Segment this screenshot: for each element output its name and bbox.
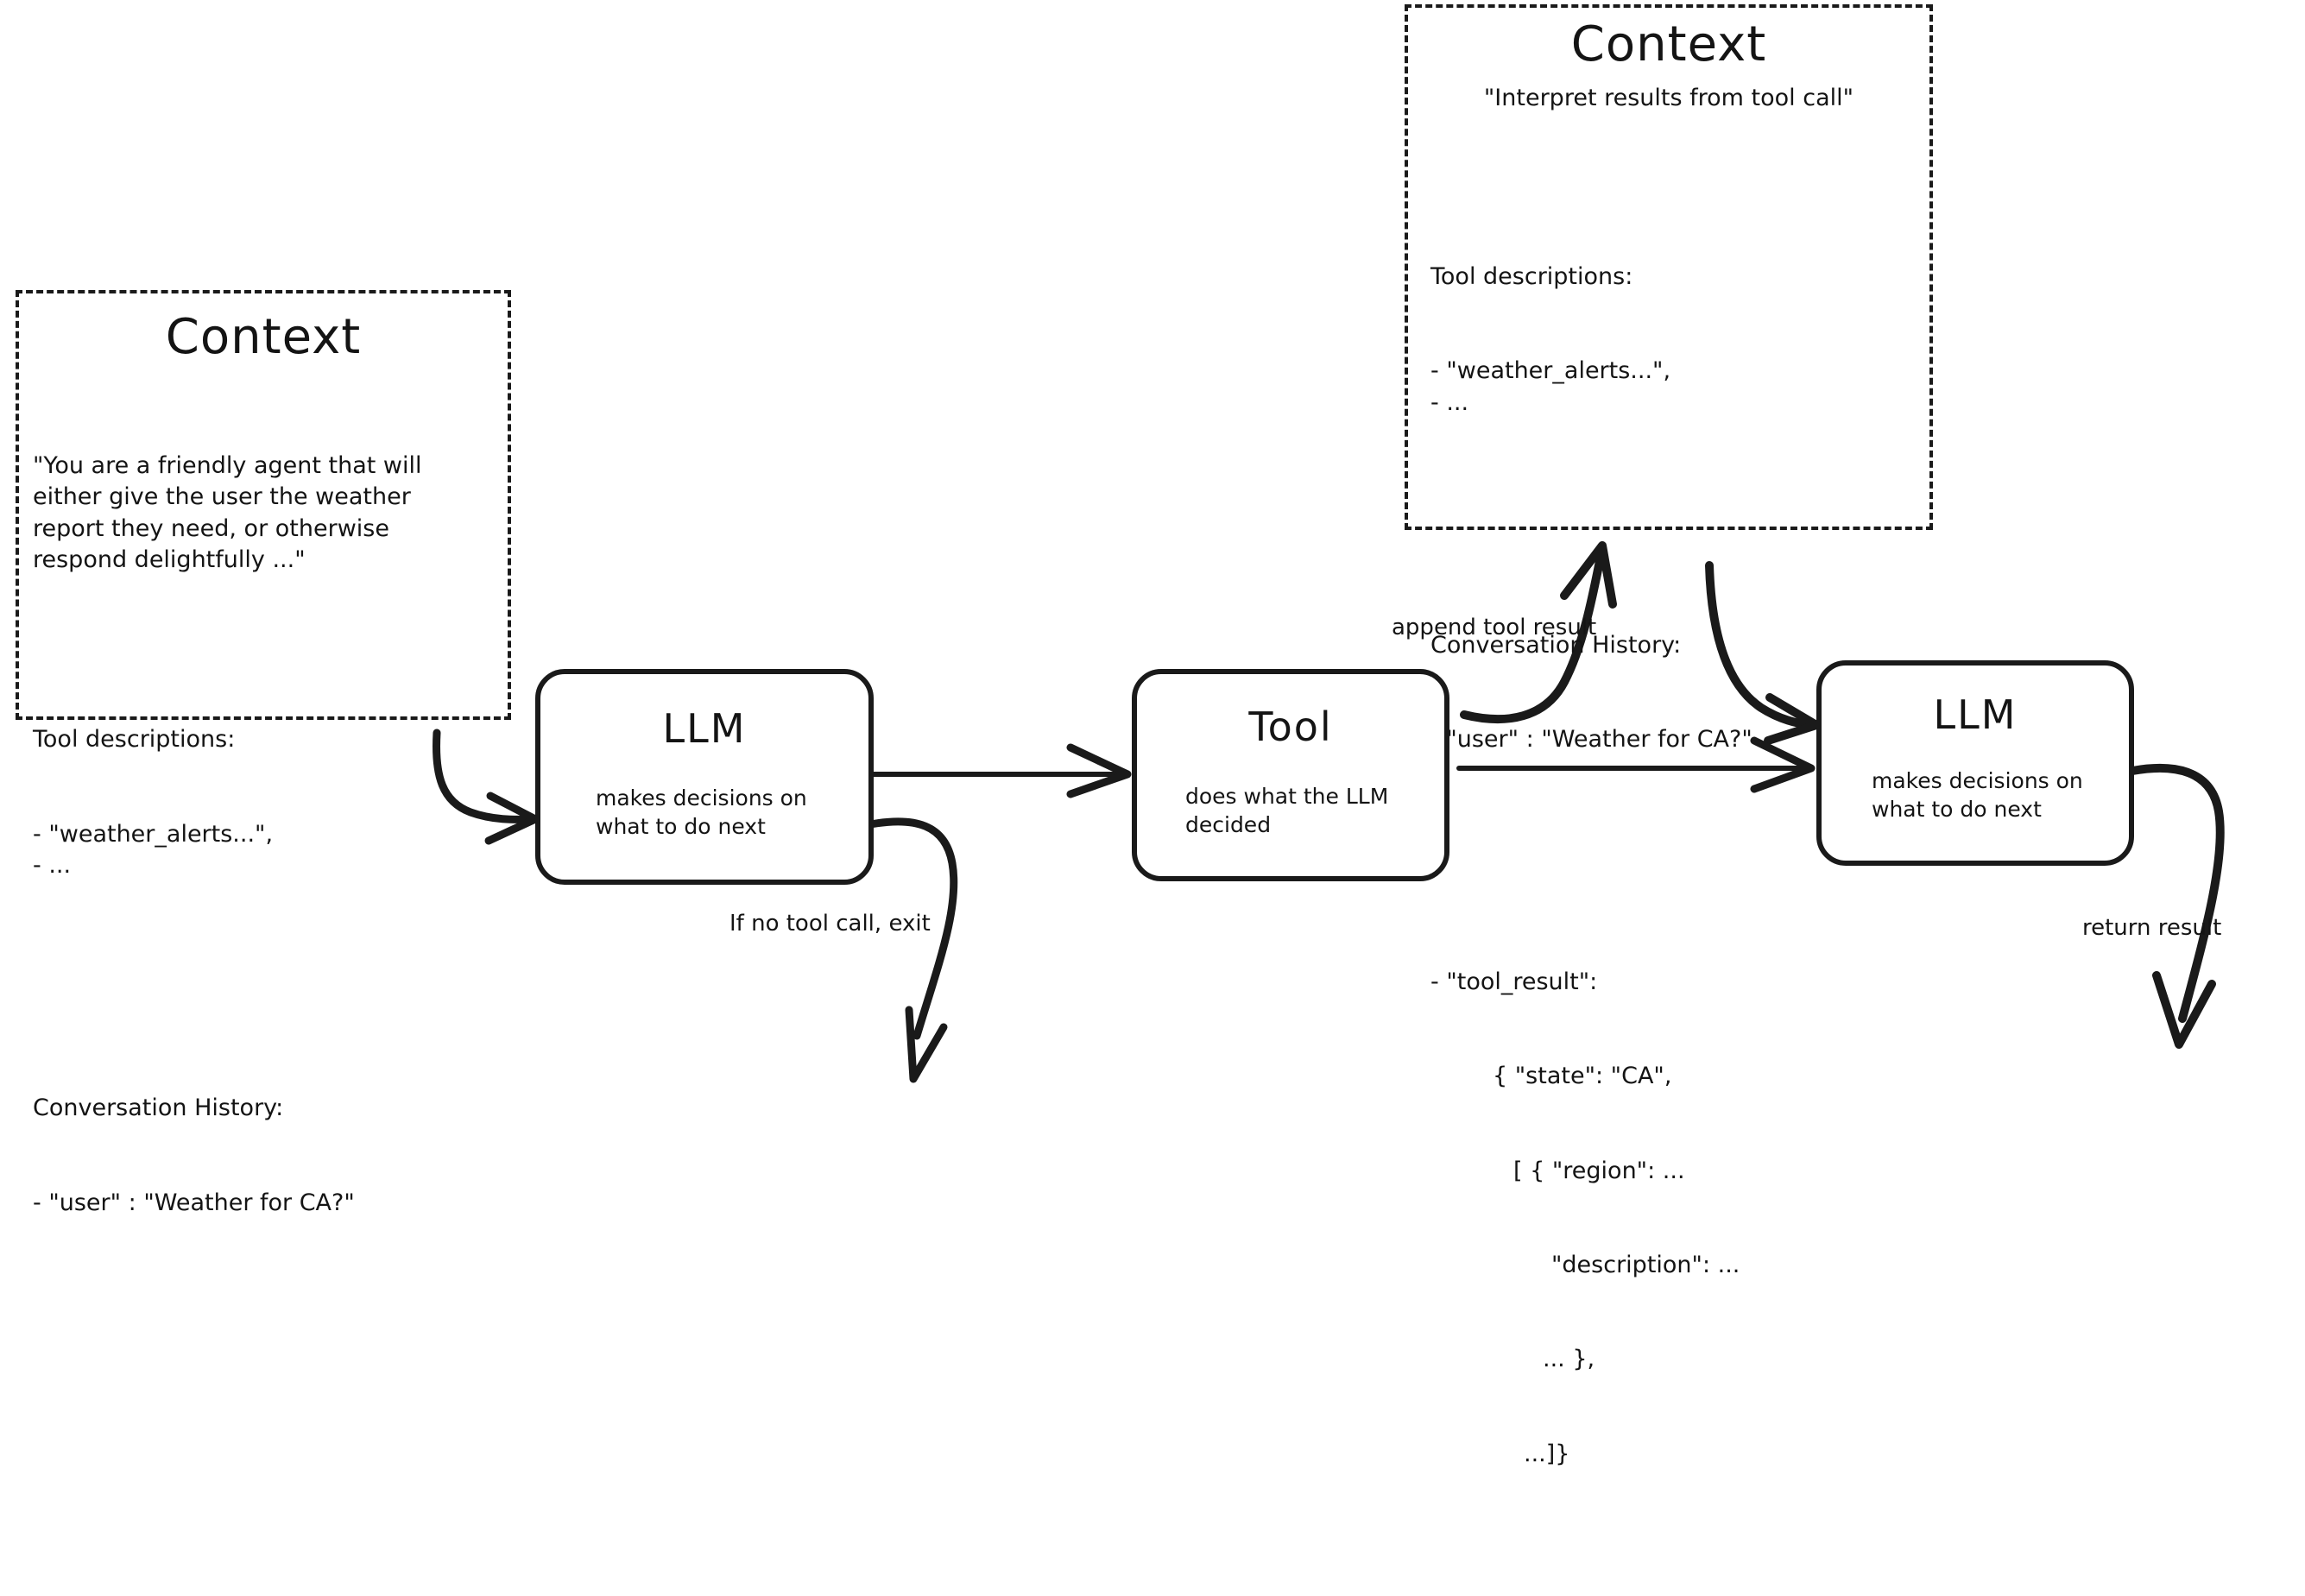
context-right-system-prompt: "Interpret results from tool call" (1483, 85, 1854, 111)
context-left-conversation-items: - "user" : "Weather for CA?" (33, 1189, 355, 1216)
context-right-tool-result-l4: ... }, (1543, 1346, 1595, 1373)
context-right-title: Context (1570, 16, 1767, 73)
context-right-tool-result-key: - "tool_result": (1430, 968, 1598, 995)
context-right-conversation: Conversation History: - "user" : "Weathe… (1430, 567, 1914, 819)
node-tool-subtitle: does what the LLM decided (1185, 784, 1389, 837)
context-left-tool-descriptions: Tool descriptions: - "weather_alerts..."… (33, 662, 473, 945)
context-right-conversation-header: Conversation History: (1430, 631, 1682, 659)
context-left-tool-items: - "weather_alerts...", - ... (33, 820, 274, 880)
context-right-tool-result-l2: [ { "region": ... (1513, 1157, 1685, 1184)
diagram-canvas: Context "You are a friendly agent that w… (16, 4, 2225, 1467)
edge-llm2-return (2128, 763, 2225, 1049)
node-tool[interactable]: Tool does what the LLM decided (1132, 669, 1449, 881)
context-right-tool-result-l3: "description": ... (1551, 1251, 1740, 1278)
context-right-tool-descriptions: Tool descriptions: - "weather_alerts..."… (1430, 199, 1914, 482)
context-left-conversation-header: Conversation History: (33, 1094, 284, 1122)
context-left-title: Context (165, 309, 362, 365)
edge-llm1-to-tool (869, 743, 1132, 798)
node-llm-second-subtitle: makes decisions on what to do next (1872, 768, 2083, 822)
context-card-right: Context "Interpret results from tool cal… (1405, 4, 1933, 1467)
node-llm-second[interactable]: LLM makes decisions on what to do next (1816, 660, 2134, 866)
node-llm-first-title: LLM (662, 705, 747, 752)
context-left-conversation: Conversation History: - "user" : "Weathe… (33, 1030, 473, 1282)
edge-llm1-exit (866, 817, 958, 1083)
context-right-tool-result: - "tool_result": { "state": "CA", [ { "r… (1430, 904, 1914, 1533)
edge-label-append-tool-result: append tool result (1392, 615, 1597, 640)
node-llm-first[interactable]: LLM makes decisions on what to do next (535, 669, 874, 885)
context-right-tool-result-l5: ...]} (1524, 1440, 1570, 1467)
context-card-left: Context "You are a friendly agent that w… (16, 290, 511, 1216)
context-right-tool-result-l1: { "state": "CA", (1493, 1063, 1672, 1090)
context-right-body: Tool descriptions: - "weather_alerts..."… (1430, 136, 1914, 1596)
edge-label-if-no-tool-call-exit: If no tool call, exit (729, 911, 931, 937)
edge-label-return-result: return result (2082, 915, 2222, 941)
node-tool-title: Tool (1248, 703, 1333, 750)
context-left-tool-header: Tool descriptions: (33, 726, 236, 754)
context-right-tool-items: - "weather_alerts...", - ... (1430, 357, 1671, 416)
context-right-tool-header: Tool descriptions: (1430, 262, 1633, 290)
context-left-body: "You are a friendly agent that will eith… (33, 388, 473, 1345)
node-llm-first-subtitle: makes decisions on what to do next (596, 785, 807, 839)
context-left-system-prompt: "You are a friendly agent that will eith… (33, 451, 430, 574)
node-llm-second-title: LLM (1933, 691, 2018, 738)
